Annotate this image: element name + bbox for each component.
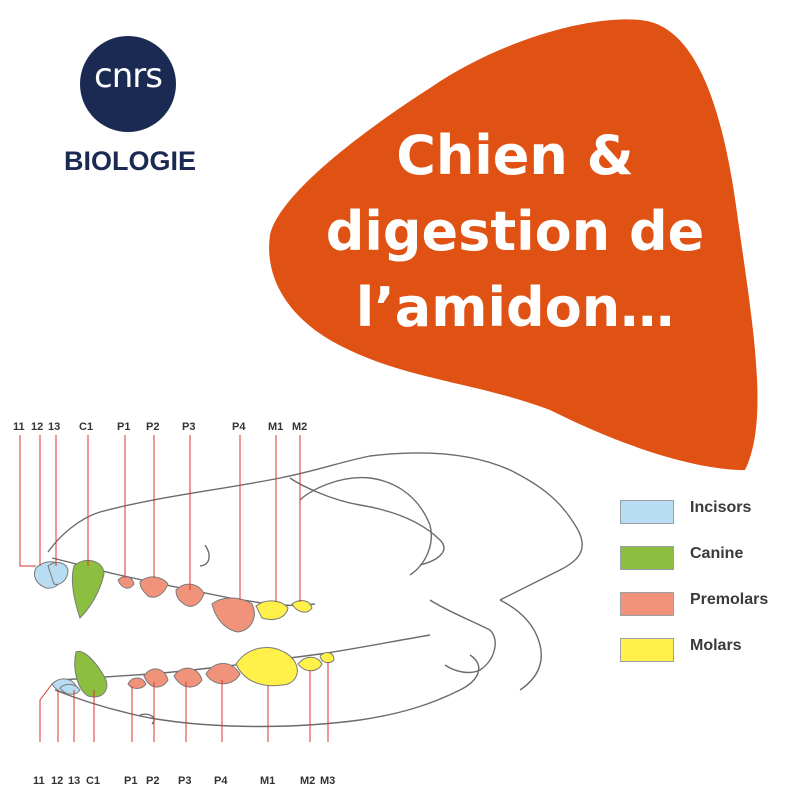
upper-label: 11 bbox=[13, 421, 25, 433]
lower-label: 13 bbox=[68, 775, 80, 787]
lower-label: P3 bbox=[178, 775, 191, 787]
legend-item-canine: Canine bbox=[620, 543, 800, 589]
eye-orbit bbox=[299, 476, 432, 576]
lower-label: P4 bbox=[214, 775, 228, 787]
lower-tooth-labels: 11 12 13 C1 P1 P2 P3 P4 M1 M2 M3 bbox=[33, 775, 335, 787]
legend-item-molars: Molars bbox=[620, 635, 800, 681]
lower-label: P1 bbox=[124, 775, 137, 787]
lower-molar-tooth bbox=[235, 647, 298, 687]
guide-lower-11 bbox=[39, 683, 53, 742]
upper-label: 12 bbox=[31, 421, 43, 433]
lower-premolar-tooth bbox=[143, 668, 169, 688]
upper-premolar-tooth bbox=[175, 583, 205, 607]
headline-line-2: digestion de bbox=[325, 200, 705, 263]
lower-premolar-tooth bbox=[127, 677, 147, 689]
upper-label: C1 bbox=[79, 421, 93, 433]
cnrs-logo: cnrs BIOLOGIE bbox=[50, 36, 220, 186]
tooth-type-legend: Incisors Canine Premolars Molars bbox=[620, 497, 800, 681]
upper-teeth bbox=[33, 559, 313, 633]
upper-premolar-tooth bbox=[211, 597, 255, 633]
lower-molar-tooth bbox=[297, 656, 323, 672]
legend-label-canine: Canine bbox=[690, 545, 744, 562]
infraorbital-foramen bbox=[199, 544, 210, 567]
upper-label: M1 bbox=[268, 421, 283, 433]
lower-label: M1 bbox=[260, 775, 275, 787]
upper-premolar-tooth bbox=[117, 576, 135, 589]
headline-line-3: l’amidon… bbox=[355, 276, 675, 339]
legend-swatch-molars bbox=[620, 638, 674, 662]
upper-label: P1 bbox=[117, 421, 130, 433]
mental-foramen bbox=[139, 713, 155, 725]
legend-item-incisors: Incisors bbox=[620, 497, 800, 543]
lower-label: M2 bbox=[300, 775, 315, 787]
legend-label-molars: Molars bbox=[690, 637, 742, 654]
lower-canine-tooth bbox=[74, 650, 108, 698]
upper-label: P4 bbox=[232, 421, 246, 433]
lower-label: M3 bbox=[320, 775, 335, 787]
lower-molar-tooth bbox=[319, 652, 335, 664]
lower-label: P2 bbox=[146, 775, 159, 787]
guide-upper-11 bbox=[19, 435, 36, 567]
legend-item-premolars: Premolars bbox=[620, 589, 800, 635]
zygomatic-arch bbox=[289, 477, 445, 566]
lower-label: C1 bbox=[86, 775, 100, 787]
lower-label: 12 bbox=[51, 775, 63, 787]
legend-label-incisors: Incisors bbox=[690, 499, 752, 516]
skull-upper-outline bbox=[47, 452, 583, 601]
skull-outline bbox=[47, 452, 583, 728]
lower-label: 11 bbox=[33, 775, 45, 787]
upper-label: M2 bbox=[292, 421, 307, 433]
upper-premolar-tooth bbox=[139, 576, 169, 598]
guide-lines bbox=[19, 435, 329, 742]
headline-title: Chien & digestion de l’amidon… bbox=[300, 118, 730, 346]
legend-label-premolars: Premolars bbox=[690, 591, 769, 608]
upper-tooth-labels: 11 12 13 C1 P1 P2 P3 P4 M1 M2 bbox=[13, 421, 307, 433]
logo-subtitle: BIOLOGIE bbox=[63, 146, 196, 176]
occipital bbox=[499, 599, 542, 691]
upper-label: P2 bbox=[146, 421, 159, 433]
lower-jaw-bottom bbox=[54, 654, 480, 728]
legend-swatch-incisors bbox=[620, 500, 674, 524]
upper-label: 13 bbox=[48, 421, 60, 433]
headline-line-1: Chien & bbox=[396, 124, 634, 187]
lower-premolar-tooth bbox=[173, 667, 203, 688]
lower-teeth bbox=[51, 647, 335, 698]
upper-molar-tooth bbox=[291, 600, 313, 613]
upper-canine-tooth bbox=[71, 559, 105, 619]
legend-swatch-premolars bbox=[620, 592, 674, 616]
upper-molar-tooth bbox=[255, 600, 289, 621]
cnrs-logo-circle bbox=[80, 36, 176, 132]
legend-swatch-canine bbox=[620, 546, 674, 570]
upper-label: P3 bbox=[182, 421, 195, 433]
cnrs-logo-text: cnrs bbox=[94, 56, 163, 96]
lower-incisor-tooth bbox=[59, 683, 81, 695]
lower-premolar-tooth bbox=[205, 663, 241, 685]
jaw-joint bbox=[429, 599, 496, 674]
